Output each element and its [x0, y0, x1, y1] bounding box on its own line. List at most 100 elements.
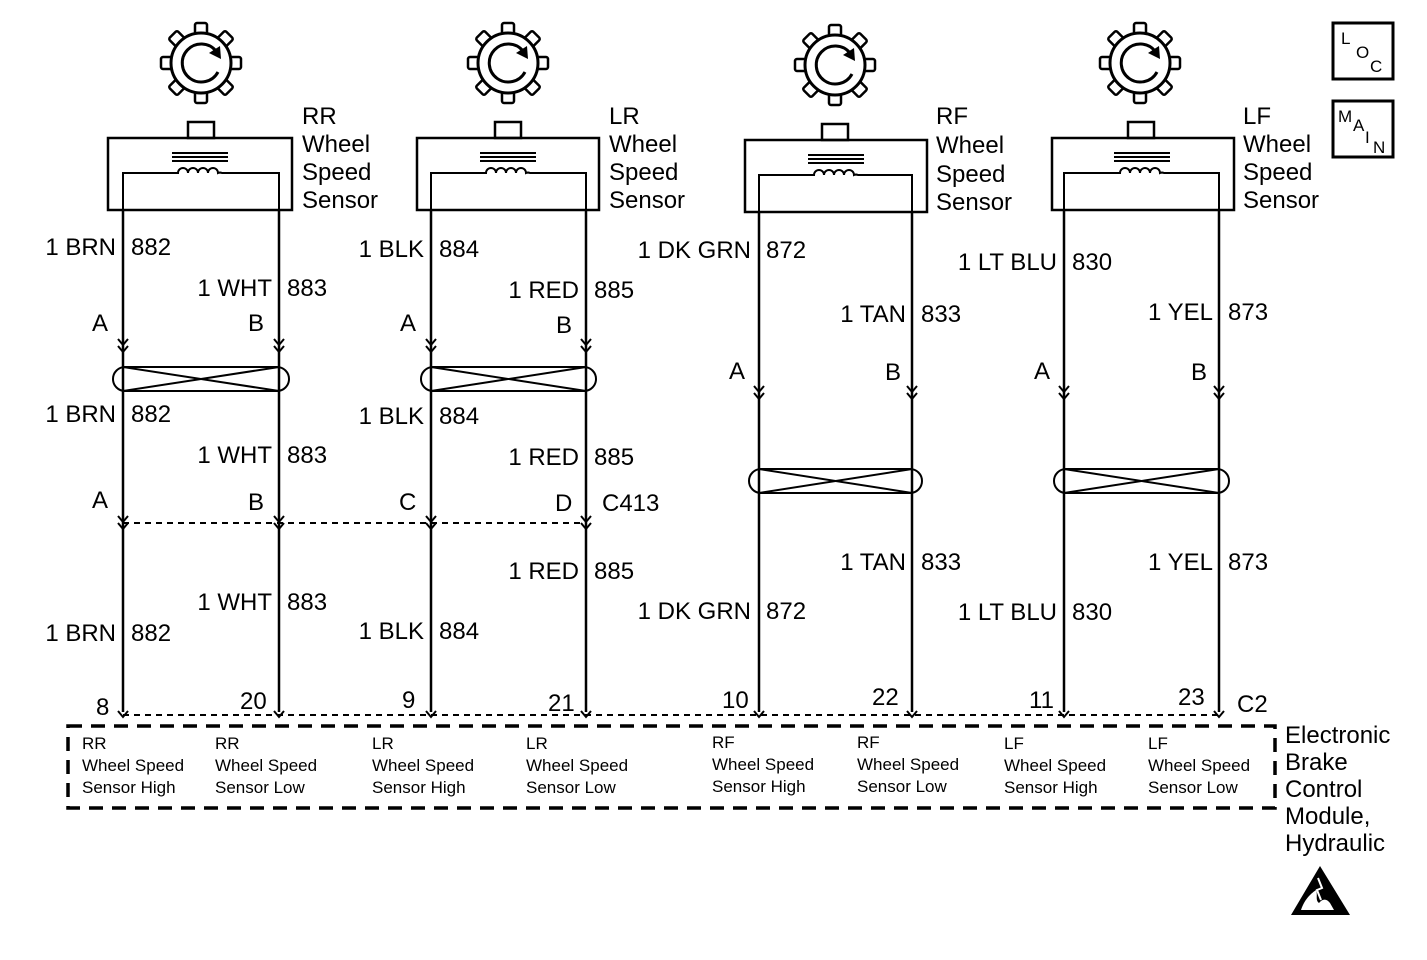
sensor-lf: LF Wheel Speed Sensor	[1050, 21, 1319, 214]
wire-color-label: 1 WHT	[197, 442, 272, 469]
sensor-name-line: Wheel	[936, 132, 1004, 159]
wire-color-label: 1 BLK	[359, 403, 424, 430]
pin-letter: B	[248, 310, 264, 337]
connector-id-c413: C413	[602, 490, 659, 517]
pin-desc-line: LF	[1004, 734, 1024, 753]
pin-desc-line: Wheel Speed	[1004, 756, 1106, 775]
wire-color-label: 1 BLK	[359, 618, 424, 645]
wire-color-label: 1 RED	[508, 558, 579, 585]
wire-circuit-number: 883	[287, 589, 327, 616]
wire-circuit-number: 885	[594, 444, 634, 471]
wire-circuit-number: 873	[1228, 549, 1268, 576]
wire-color-label: 1 RED	[508, 444, 579, 471]
inductor-coil-icon	[172, 152, 228, 175]
wire-color-label: 1 DK GRN	[638, 598, 751, 625]
connector-chevron	[1058, 385, 1070, 401]
loc-button-frame[interactable]	[1331, 21, 1395, 81]
wire-color-label: 1 YEL	[1148, 549, 1213, 576]
wire-circuit-number: 833	[921, 301, 961, 328]
tone-ring-icon	[466, 21, 550, 105]
sensor-body	[743, 138, 929, 214]
connector-chevron	[117, 710, 129, 719]
sensor-name-line: Sensor	[1243, 187, 1319, 214]
wire-color-label: 1 BRN	[45, 234, 116, 261]
pin-desc-line: Wheel Speed	[215, 756, 317, 775]
pin-desc-line: Sensor Low	[857, 777, 947, 796]
sensor-rf: RF Wheel Speed Sensor	[743, 23, 1012, 216]
pin-desc-line: Wheel Speed	[372, 756, 474, 775]
wire-color-label: 1 RED	[508, 277, 579, 304]
pin-desc-line: Wheel Speed	[712, 755, 814, 774]
pin-desc-line: Wheel Speed	[82, 756, 184, 775]
wire-color-label: 1 WHT	[197, 275, 272, 302]
wire-color-label: 1 TAN	[840, 301, 906, 328]
sensor-name-line: Speed	[936, 161, 1005, 188]
pin-desc-line: Wheel Speed	[526, 756, 628, 775]
module-pin-number: 20	[240, 688, 267, 715]
connector-chevron	[273, 710, 285, 719]
connector-chevron	[580, 338, 592, 354]
sensor-name-line: Wheel	[302, 131, 370, 158]
tone-ring-icon	[793, 23, 877, 107]
pin-desc-line: RR	[82, 734, 107, 753]
loc-button[interactable]: L O C	[1331, 21, 1395, 81]
main-button-frame[interactable]	[1331, 99, 1395, 159]
pin-letter: B	[885, 359, 901, 386]
module-pin-number: 21	[548, 690, 575, 717]
connector-chevron	[906, 385, 918, 401]
sensor-name-line: Sensor	[609, 187, 685, 214]
wire-circuit-number: 882	[131, 620, 171, 647]
connector-chevron	[580, 710, 592, 719]
main-letter: N	[1373, 138, 1385, 157]
wire-color-label: 1 LT BLU	[958, 249, 1057, 276]
loc-letter: O	[1356, 43, 1369, 62]
sensor-lead	[1164, 172, 1220, 210]
wire-color-label: 1 WHT	[197, 589, 272, 616]
wire-circuit-number: 885	[594, 277, 634, 304]
main-letter: M	[1338, 107, 1352, 126]
wire-circuit-number: 883	[287, 442, 327, 469]
module-name: Electronic Brake Control Module, Hydraul…	[1285, 722, 1390, 857]
connector-chevron	[425, 338, 437, 354]
sensor-name-line: Speed	[302, 159, 371, 186]
wire-color-label: 1 BRN	[45, 620, 116, 647]
wire-circuit-number: 882	[131, 401, 171, 428]
inductor-coil-icon	[808, 154, 864, 177]
wire-circuit-number: 882	[131, 234, 171, 261]
module-pin-number: 11	[1029, 687, 1054, 714]
module-name-line: Control	[1285, 776, 1362, 803]
module-pin-number: 9	[402, 687, 415, 714]
pin-letter: A	[92, 310, 108, 337]
connector-chevron	[425, 710, 437, 719]
wire-circuit-number: 884	[439, 618, 479, 645]
pin-desc-line: Sensor High	[82, 778, 176, 797]
pin-letter: A	[1034, 358, 1050, 385]
wire-color-label: 1 YEL	[1148, 299, 1213, 326]
module-pin-number: 8	[96, 694, 109, 721]
wire-circuit-number: 830	[1072, 249, 1112, 276]
pin-desc-line: LF	[1148, 734, 1168, 753]
connector-chevron	[117, 338, 129, 354]
wire-color-label: 1 BLK	[359, 236, 424, 263]
connector-chevron	[753, 710, 765, 719]
sensor-name-line: RR	[302, 103, 337, 130]
pin-letter: B	[1191, 359, 1207, 386]
sensor-lead	[858, 174, 913, 212]
esd-warning-icon	[1291, 866, 1350, 915]
twisted-pair-icon	[420, 366, 597, 392]
pin-letter: B	[248, 489, 264, 516]
pin-letter: A	[729, 358, 745, 385]
sensor-stem	[820, 122, 850, 142]
pin-desc-line: RF	[857, 733, 880, 752]
inductor-coil-icon	[1114, 152, 1170, 175]
connector-id-c2: C2	[1237, 691, 1268, 718]
inductor-coil-icon	[480, 152, 536, 175]
wire-color-label: 1 LT BLU	[958, 599, 1057, 626]
pin-desc-line: RF	[712, 733, 735, 752]
pin-desc-line: Wheel Speed	[1148, 756, 1250, 775]
wire-circuit-number: 833	[921, 549, 961, 576]
sensor-lr: LR Wheel Speed Sensor	[415, 21, 685, 214]
main-button[interactable]: M A I N	[1331, 99, 1395, 159]
module-pin-number: 22	[872, 684, 899, 711]
